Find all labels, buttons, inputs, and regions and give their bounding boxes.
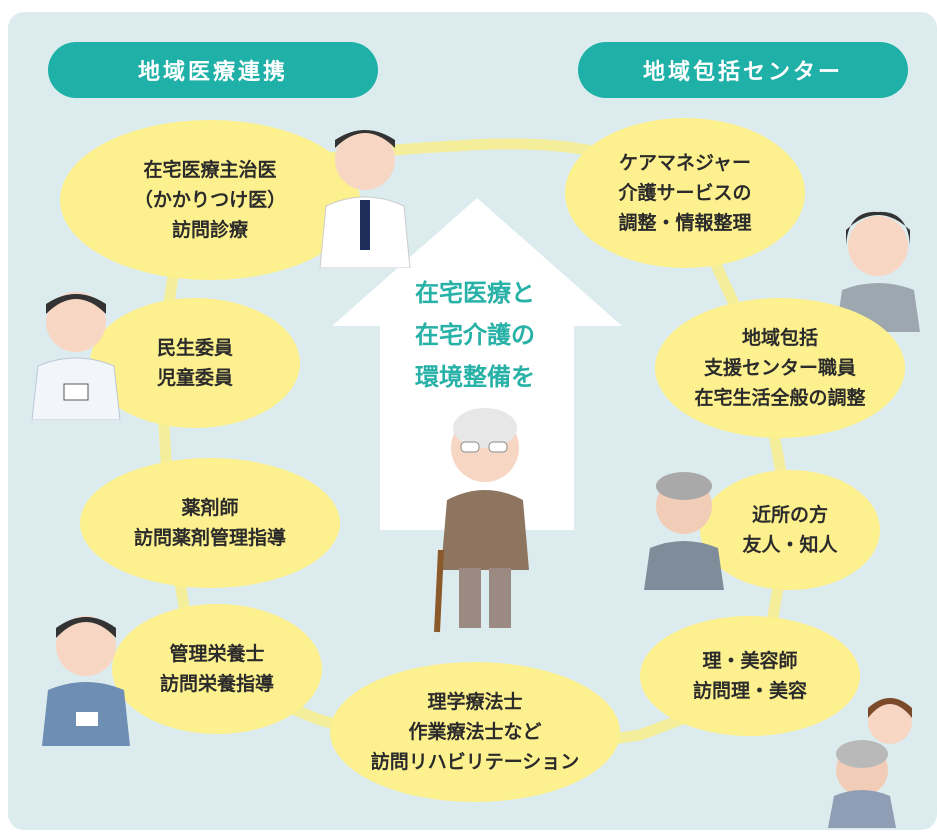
staff-illustration: [31, 292, 121, 420]
header-regional-medical: 地域医療連携: [48, 42, 378, 98]
node-dietitian: 管理栄養士訪問栄養指導: [112, 604, 322, 734]
doctor-illustration: [319, 130, 411, 268]
header-comprehensive-center: 地域包括センター: [578, 42, 908, 98]
node-therapist: 理学療法士作業療法士など訪問リハビリテーション: [330, 662, 620, 802]
hairdresser-illustration: [828, 698, 912, 828]
center-message: 在宅医療と 在宅介護の 環境整備を: [415, 279, 535, 391]
node-pharmacist: 薬剤師訪問薬剤管理指導: [80, 458, 340, 588]
node-neighbors: 近所の方友人・知人: [700, 470, 880, 590]
nurse-illustration: [42, 616, 130, 746]
node-home-doctor: 在宅医療主治医（かかりつけ医）訪問診療: [60, 120, 360, 280]
node-barber: 理・美容師訪問理・美容: [640, 616, 860, 736]
node-support-center-staff: 地域包括支援センター職員在宅生活全般の調整: [655, 298, 905, 438]
node-care-manager: ケアマネジャー介護サービスの調整・情報整理: [565, 118, 805, 268]
node-welfare-commissioner: 民生委員児童委員: [90, 298, 300, 428]
elderly-man-illustration: [434, 408, 529, 633]
house-arrow-icon: [332, 198, 622, 530]
neighbor-illustration: [644, 472, 724, 590]
